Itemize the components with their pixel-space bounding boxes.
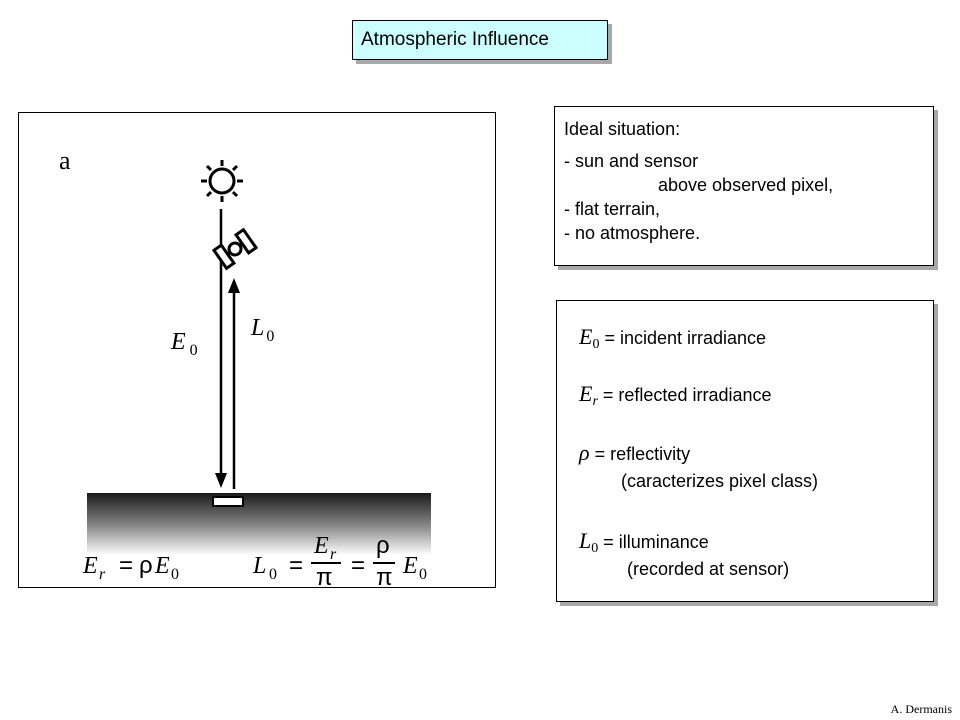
panel-label: a <box>59 146 71 175</box>
svg-text:ρ: ρ <box>139 552 153 579</box>
ideal-situation-box: Ideal situation: - sun and sensor above … <box>554 106 934 266</box>
slide-title: Atmospheric Influence <box>352 20 608 60</box>
definition-er: Er = reflected irradiance <box>579 381 772 410</box>
svg-text:E: E <box>154 553 170 579</box>
svg-text:E: E <box>82 553 98 579</box>
svg-text:0: 0 <box>419 566 427 583</box>
svg-text:=: = <box>351 552 365 579</box>
ideal-situation-header: Ideal situation: <box>564 119 681 139</box>
author-credit: A. Dermanis <box>890 702 952 716</box>
ideal-line-no-atmosphere: - no atmosphere. <box>564 223 701 243</box>
svg-text:E: E <box>402 553 418 579</box>
svg-text:L: L <box>252 553 266 579</box>
ideal-line-sun-sensor: - sun and sensor <box>564 151 699 171</box>
illuminance-equation: L 0 = E r π = ρ π E 0 <box>252 532 427 588</box>
ideal-line-above-pixel: above observed pixel, <box>658 175 834 195</box>
observed-pixel <box>212 496 244 507</box>
definitions-box: E0 = incident irradiance Er = reflected … <box>556 300 934 602</box>
definition-l0-note: (recorded at sensor) <box>627 559 790 579</box>
svg-text:ρ: ρ <box>376 532 390 559</box>
ground-surface <box>87 493 431 555</box>
definition-rho-note: (caracterizes pixel class) <box>621 471 819 491</box>
svg-text:π: π <box>376 564 393 588</box>
sun-icon <box>201 160 243 202</box>
svg-text:=: = <box>119 552 133 579</box>
definition-l0: L0 = illuminance <box>579 528 709 557</box>
reflection-equation: E r = ρ E 0 <box>82 552 179 583</box>
svg-text:0: 0 <box>171 566 179 583</box>
ideal-line-flat-terrain: - flat terrain, <box>564 199 661 219</box>
svg-text:0: 0 <box>269 566 277 583</box>
svg-text:r: r <box>99 566 106 583</box>
satellite-sensor-icon <box>211 227 259 271</box>
svg-text:π: π <box>316 564 333 588</box>
definition-e0: E0 = incident irradiance <box>579 324 767 353</box>
incident-arrowhead <box>215 473 227 488</box>
svg-text:r: r <box>330 546 337 563</box>
svg-text:E: E <box>313 533 329 559</box>
definition-rho: ρ = reflectivity <box>579 440 691 465</box>
svg-text:=: = <box>289 552 303 579</box>
reflected-arrowhead <box>228 278 240 293</box>
